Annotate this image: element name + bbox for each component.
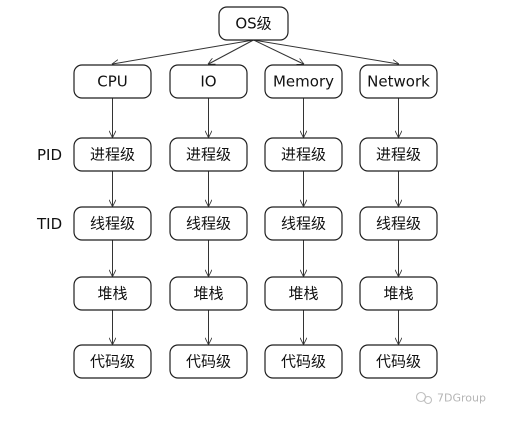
process-node-label: 进程级 <box>90 146 135 164</box>
column-header-label: IO <box>200 73 216 91</box>
column-header-cpu: CPU <box>73 64 152 99</box>
code-node-label: 代码级 <box>281 353 326 371</box>
stack-node-label: 堆栈 <box>288 285 318 303</box>
cpu-code-node: 代码级 <box>73 344 152 379</box>
connector-arrows <box>113 39 399 344</box>
network-stack-node: 堆栈 <box>359 276 438 311</box>
thread-node-label: 线程级 <box>281 215 326 233</box>
column-header-label: Network <box>367 73 430 91</box>
memory-process-node: 进程级 <box>264 137 343 172</box>
wechat-icon <box>415 391 433 405</box>
stack-node-label: 堆栈 <box>193 285 223 303</box>
stack-node-label: 堆栈 <box>97 285 127 303</box>
memory-stack-node: 堆栈 <box>264 276 343 311</box>
arrow-root-to-io <box>209 39 254 64</box>
thread-node-label: 线程级 <box>376 215 421 233</box>
root-node-label: OS级 <box>235 15 271 33</box>
process-node-label: 进程级 <box>186 146 231 164</box>
io-stack-node: 堆栈 <box>169 276 248 311</box>
memory-code-node: 代码级 <box>264 344 343 379</box>
code-node-label: 代码级 <box>186 353 231 371</box>
column-header-network: Network <box>359 64 438 99</box>
io-thread-node: 线程级 <box>169 206 248 241</box>
root-node-os-level: OS级 <box>218 6 289 41</box>
row-label-tid: TID <box>36 215 62 233</box>
arrow-root-to-cpu <box>113 39 254 64</box>
cpu-thread-node: 线程级 <box>73 206 152 241</box>
row-label-pid: PID <box>37 146 62 164</box>
watermark: 7DGroup <box>415 391 486 405</box>
watermark-text: 7DGroup <box>437 392 486 405</box>
code-node-label: 代码级 <box>376 353 421 371</box>
process-node-label: 进程级 <box>281 146 326 164</box>
network-process-node: 进程级 <box>359 137 438 172</box>
network-thread-node: 线程级 <box>359 206 438 241</box>
column-header-io: IO <box>169 64 248 99</box>
arrow-root-to-network <box>253 39 399 64</box>
memory-thread-node: 线程级 <box>264 206 343 241</box>
code-node-label: 代码级 <box>90 353 135 371</box>
stack-node-label: 堆栈 <box>383 285 413 303</box>
process-node-label: 进程级 <box>376 146 421 164</box>
column-header-memory: Memory <box>264 64 343 99</box>
thread-node-label: 线程级 <box>90 215 135 233</box>
network-code-node: 代码级 <box>359 344 438 379</box>
io-process-node: 进程级 <box>169 137 248 172</box>
thread-node-label: 线程级 <box>186 215 231 233</box>
cpu-process-node: 进程级 <box>73 137 152 172</box>
cpu-stack-node: 堆栈 <box>73 276 152 311</box>
arrow-root-to-memory <box>253 39 304 64</box>
column-header-label: Memory <box>273 73 334 91</box>
io-code-node: 代码级 <box>169 344 248 379</box>
column-header-label: CPU <box>97 73 128 91</box>
